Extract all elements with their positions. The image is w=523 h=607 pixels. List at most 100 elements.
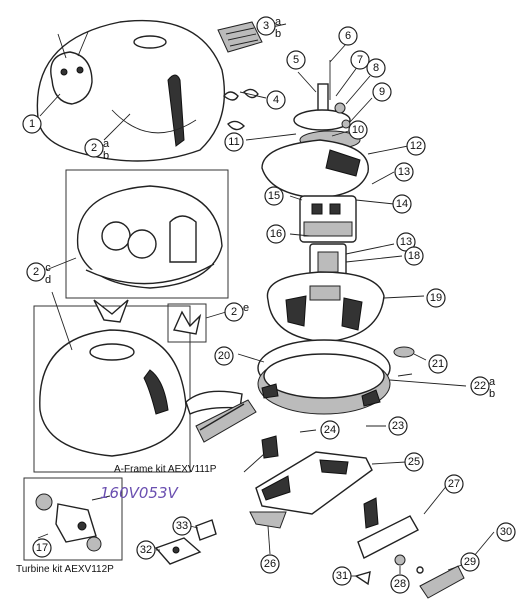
callout-suffix: b xyxy=(489,388,495,400)
callout-12: 12 xyxy=(406,136,426,156)
callout-16: 16 xyxy=(266,224,286,244)
callout-circle xyxy=(428,354,448,374)
dome-c xyxy=(65,169,229,299)
chassis-housing xyxy=(266,271,385,343)
callout-1: 1 xyxy=(22,114,42,134)
callout-circle xyxy=(214,346,234,366)
callout-19: 19 xyxy=(426,288,446,308)
callout-18: 18 xyxy=(404,246,424,266)
callout-circle xyxy=(390,574,410,594)
callout-number: 2 xyxy=(33,266,39,278)
callout-circle xyxy=(224,302,244,322)
callout-number: 31 xyxy=(336,570,348,582)
turbine-kit-label: Turbine kit AEXV112P xyxy=(16,564,114,575)
callout-number: 2 xyxy=(91,142,97,154)
callout-number: 4 xyxy=(273,94,279,106)
callout-circle xyxy=(404,452,424,472)
dome-d xyxy=(33,299,191,473)
fin-e xyxy=(167,303,207,343)
callout-circle xyxy=(426,288,446,308)
callout-circle xyxy=(256,16,276,36)
callout-circle xyxy=(84,138,104,158)
callout-number: 28 xyxy=(394,578,406,590)
callout-number: 11 xyxy=(228,136,239,148)
callout-32: 32 xyxy=(136,540,156,560)
side-guard-left xyxy=(185,390,257,443)
callout-28: 28 xyxy=(390,574,410,594)
callout-number: 24 xyxy=(324,424,336,436)
a-frame xyxy=(255,435,373,515)
callout-11: 11 xyxy=(224,132,244,152)
callout-circle xyxy=(224,132,244,152)
callout-number: 15 xyxy=(268,190,280,202)
callout-number: 32 xyxy=(140,544,152,556)
callout-circle xyxy=(26,262,46,282)
callout-circle xyxy=(32,538,52,558)
callout-number: 30 xyxy=(500,526,512,538)
callout-suffix: a xyxy=(275,16,282,28)
callout-circle xyxy=(22,114,42,134)
callout-number: 19 xyxy=(430,292,442,304)
callout-circle xyxy=(320,420,340,440)
callout-number: 27 xyxy=(448,478,460,490)
callout-number: 26 xyxy=(264,558,276,570)
callout-number: 2 xyxy=(231,306,237,318)
callout-21: 21 xyxy=(428,354,448,374)
callout-number: 13 xyxy=(400,236,412,248)
callout-9: 9 xyxy=(372,82,392,102)
callout-7: 7 xyxy=(350,50,370,70)
callout-number: 29 xyxy=(464,556,476,568)
callout-25: 25 xyxy=(404,452,424,472)
callout-29: 29 xyxy=(460,552,480,572)
callout-number: 17 xyxy=(36,542,48,554)
callout-number: 18 xyxy=(408,250,420,262)
callout-number: 1 xyxy=(29,118,35,130)
callout-circle xyxy=(332,566,352,586)
callout-number: 13 xyxy=(398,166,410,178)
callout-circle xyxy=(350,50,370,70)
callout-27: 27 xyxy=(444,474,464,494)
top-cover-assembly xyxy=(36,19,226,162)
callout-20: 20 xyxy=(214,346,234,366)
callout-number: 9 xyxy=(379,86,385,98)
small-parts-32-33 xyxy=(154,519,217,565)
callout-circle xyxy=(266,224,286,244)
callout-number: 10 xyxy=(352,124,364,136)
callout-6: 6 xyxy=(338,26,358,46)
callout-number: 14 xyxy=(396,198,408,210)
callout-circle xyxy=(392,194,412,214)
aframe-kit-label: A-Frame kit AEXV111P xyxy=(114,464,217,475)
callout-circle xyxy=(496,522,516,542)
base-plate xyxy=(257,339,391,415)
callout-26: 26 xyxy=(260,554,280,574)
side-guard-right xyxy=(357,497,419,559)
callout-23: 23 xyxy=(388,416,408,436)
callout-circle xyxy=(406,136,426,156)
callout-circle xyxy=(264,186,284,206)
callout-circle xyxy=(366,58,386,78)
callout-10: 10 xyxy=(348,120,368,140)
callout-33: 33 xyxy=(172,516,192,536)
callout-circle xyxy=(172,516,192,536)
callout-circle xyxy=(404,246,424,266)
callout-circle xyxy=(372,82,392,102)
callout-4: 4 xyxy=(266,90,286,110)
callout-number: 8 xyxy=(373,62,379,74)
callout-24: 24 xyxy=(320,420,340,440)
callout-number: 22 xyxy=(474,380,486,392)
callout-15: 15 xyxy=(264,186,284,206)
callout-circle xyxy=(338,26,358,46)
turbine-stack xyxy=(261,60,369,199)
callout-circle xyxy=(260,554,280,574)
motor-block xyxy=(299,195,357,285)
callout-circle xyxy=(460,552,480,572)
callout-14: 14 xyxy=(392,194,412,214)
callout-circle xyxy=(286,50,306,70)
callout-number: 33 xyxy=(176,520,188,532)
